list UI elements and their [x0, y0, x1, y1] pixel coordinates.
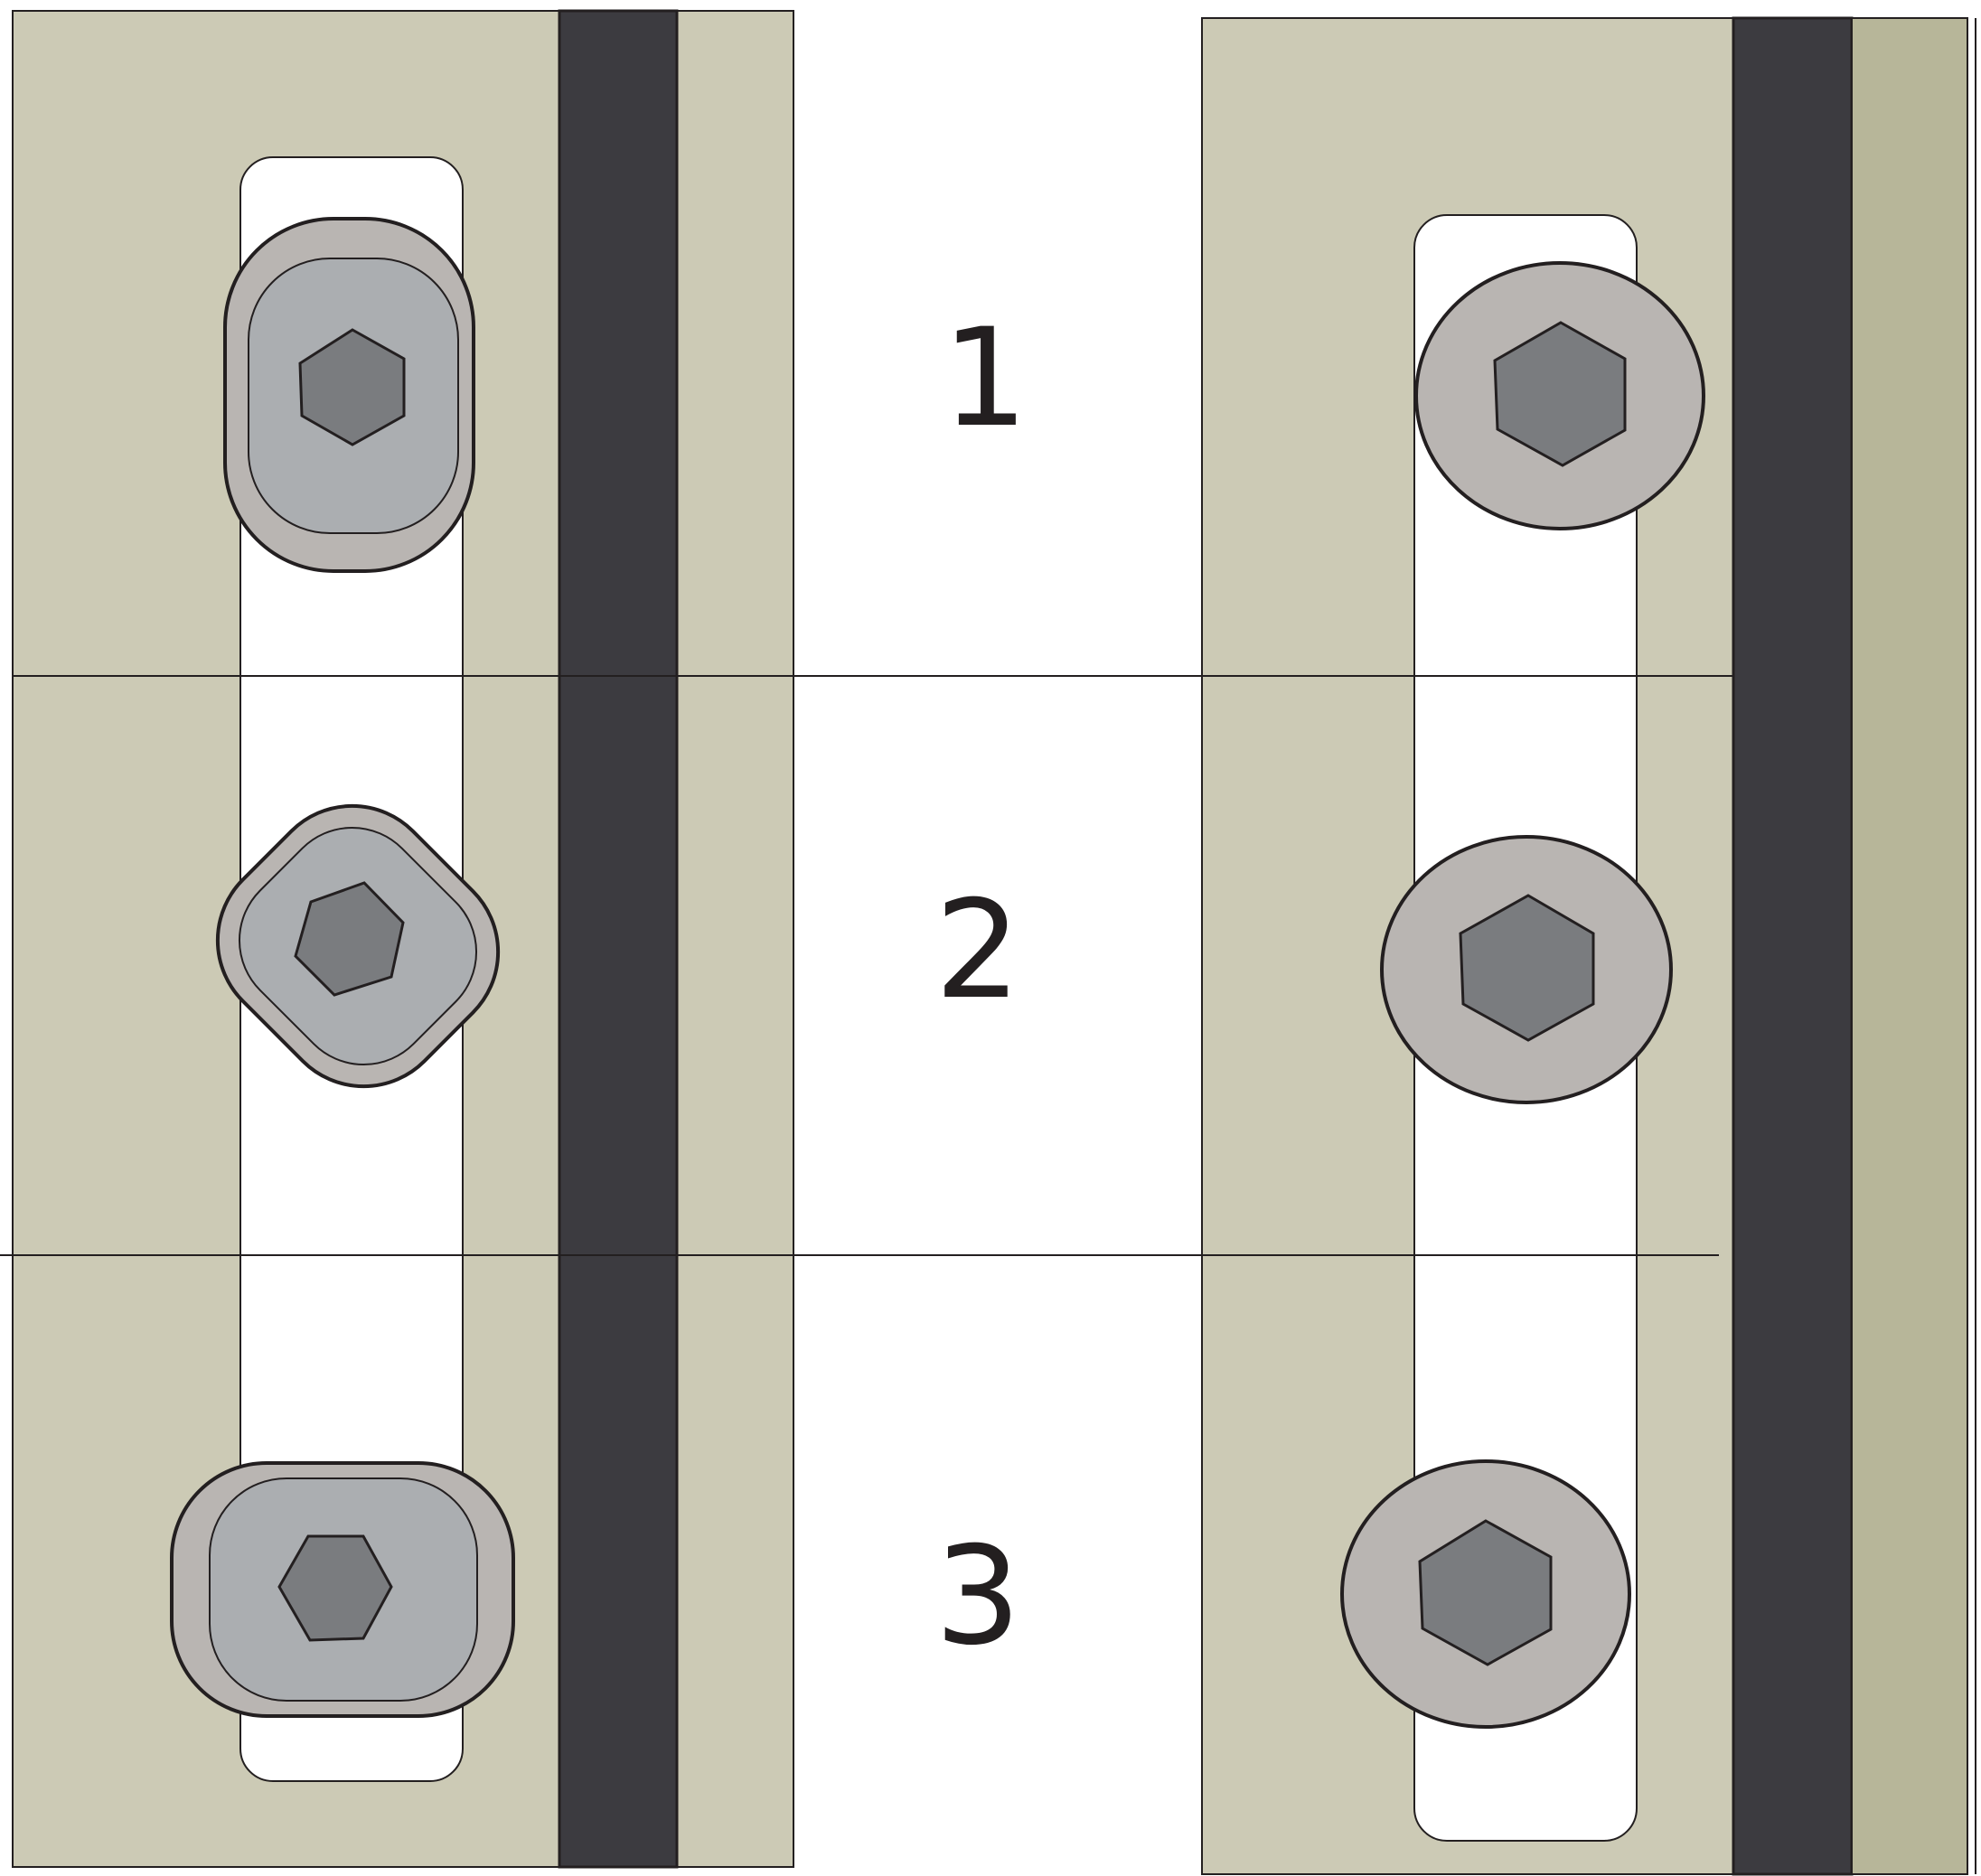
step-label-2: 2: [934, 872, 1020, 1029]
right-bolt-step-2: [1380, 835, 1673, 1104]
right-edge-strip: [1851, 17, 1968, 1875]
right-bolt-step-3: [1340, 1459, 1631, 1729]
hex-socket-icon: [1418, 1519, 1553, 1666]
hex-socket-icon: [294, 881, 405, 997]
left-dark-strip: [558, 9, 679, 1869]
right-bolt-step-1: [1414, 261, 1705, 530]
right-dark-strip: [1732, 16, 1854, 1876]
step-label-3: 3: [934, 1518, 1020, 1675]
hex-socket-icon: [1459, 894, 1595, 1042]
hex-socket-icon: [1493, 321, 1627, 467]
left-panel: [12, 9, 794, 1869]
left-bolt-step-3: [170, 1461, 515, 1718]
hex-socket-icon: [298, 328, 406, 446]
right-panel: [1201, 16, 1976, 1876]
step-label-1: 1: [942, 300, 1028, 457]
hex-socket-icon: [277, 1534, 393, 1642]
left-bolt-step-1: [223, 217, 475, 573]
